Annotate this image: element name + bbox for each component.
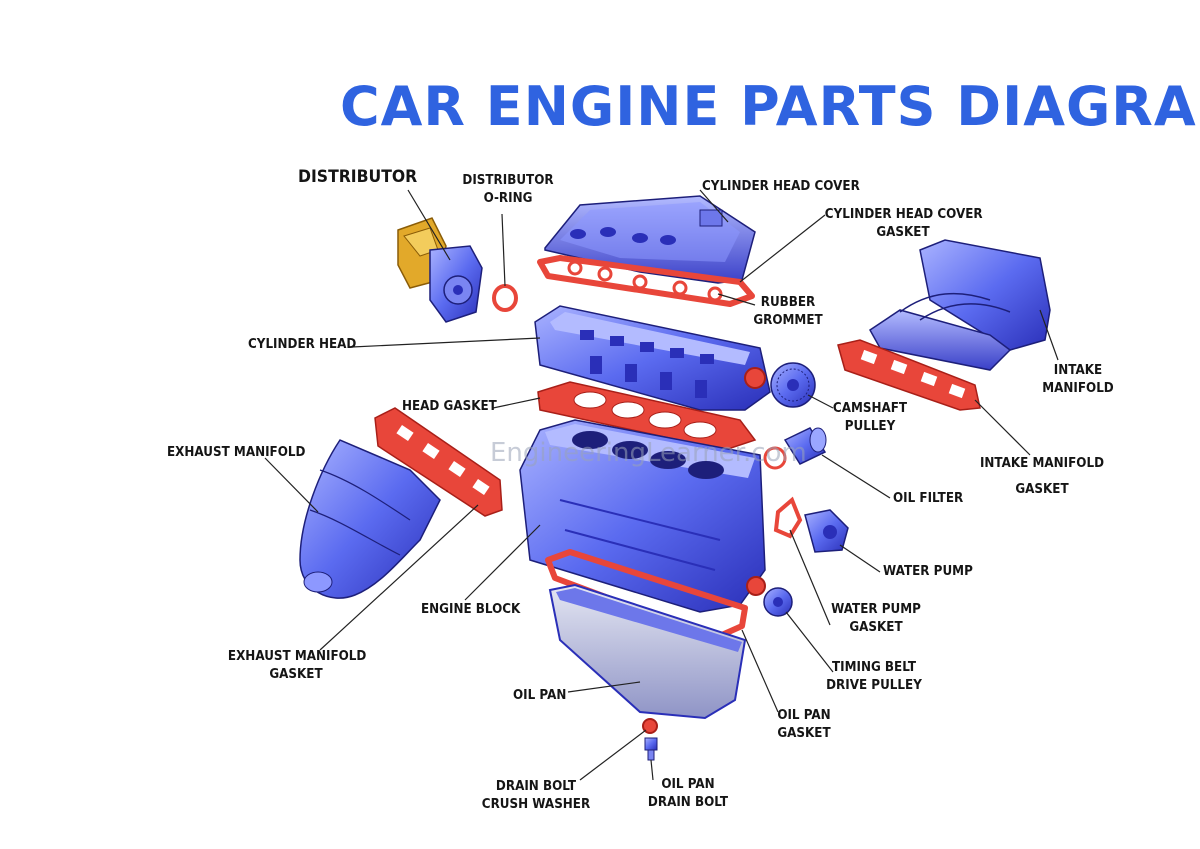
label-oil-filter: OIL FILTER xyxy=(893,491,964,506)
intake-manifold-part xyxy=(869,239,1051,371)
exhaust-manifold-gasket-part xyxy=(374,407,503,517)
timing-belt-drive-pulley-part xyxy=(746,576,793,617)
cylinder-head-cover-gasket-part xyxy=(537,255,755,307)
label-oil-pan: OIL PAN xyxy=(513,688,567,703)
oil-pan-part xyxy=(548,583,747,720)
label-water-pump: WATER PUMP xyxy=(883,564,973,579)
label-head-gasket: HEAD GASKET xyxy=(402,399,497,414)
watermark: EngineeringLearner.com xyxy=(490,438,807,468)
camshaft-pulley-part xyxy=(770,362,816,408)
head-gasket-part xyxy=(537,381,757,451)
label-engine-block: ENGINE BLOCK xyxy=(421,602,521,617)
label-distributor: DISTRIBUTOR xyxy=(298,167,418,187)
water-pump-gasket-part xyxy=(773,496,803,539)
oil-pan-drain-bolt-part xyxy=(644,737,658,761)
distributor-oring-part xyxy=(492,284,518,312)
exhaust-manifold-part xyxy=(299,439,441,599)
leader-lines xyxy=(264,189,1059,781)
oil-filter-part xyxy=(763,427,827,470)
distributor-part xyxy=(397,217,483,323)
drain-bolt-crush-washer-part xyxy=(642,718,658,734)
cylinder-head-cover-part xyxy=(544,195,756,284)
water-pump-part xyxy=(804,509,849,553)
label-cylinder-head: CYLINDER HEAD xyxy=(248,337,357,352)
oil-pan-gasket-part xyxy=(545,549,748,641)
label-exhaust-manifold: EXHAUST MANIFOLD xyxy=(167,445,306,460)
label-cylinder-head-cover: CYLINDER HEAD COVER xyxy=(702,179,860,194)
rubber-grommets xyxy=(567,260,723,302)
cylinder-head-part xyxy=(534,305,771,411)
intake-manifold-gasket-part xyxy=(837,339,981,411)
